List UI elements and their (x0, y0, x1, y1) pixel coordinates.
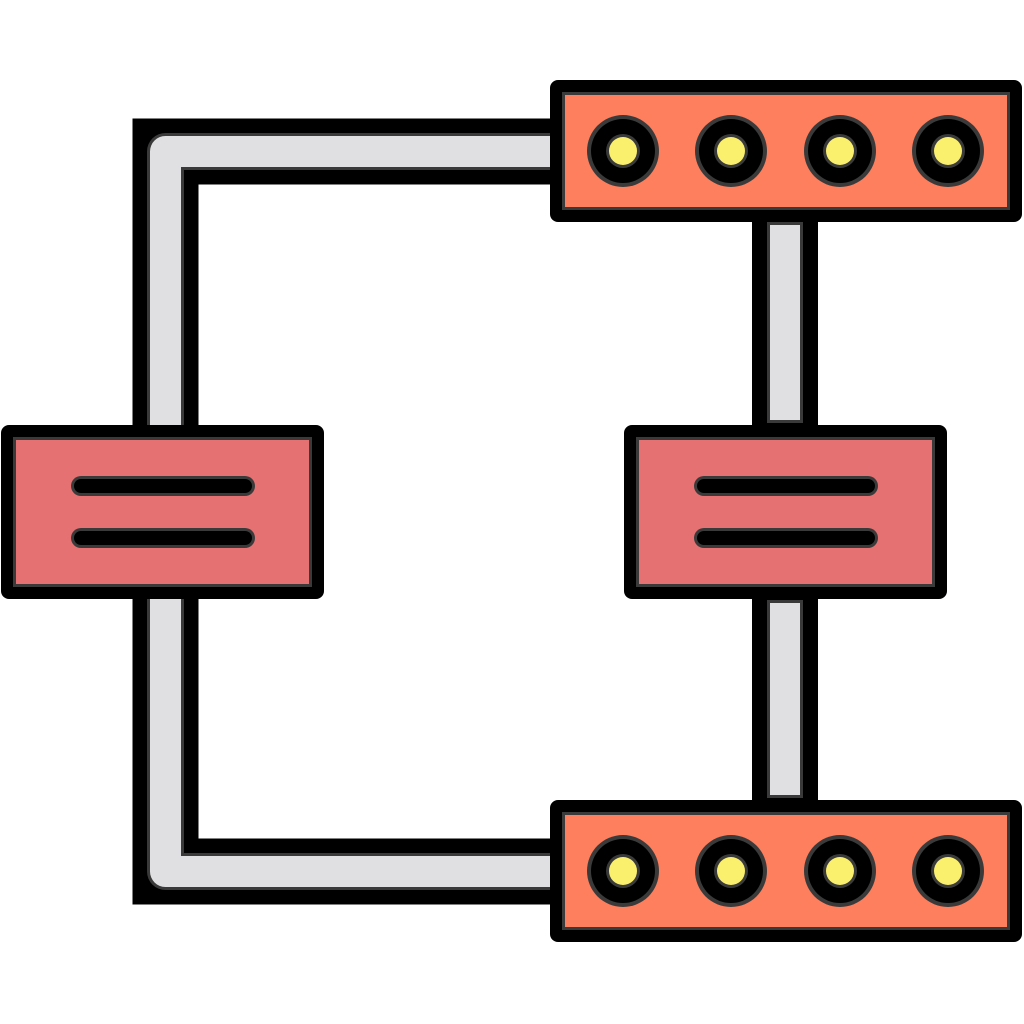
slot-icon (697, 479, 875, 493)
led-light-icon (826, 857, 854, 885)
left-switch-body (16, 440, 309, 584)
top-hub (550, 80, 1022, 222)
left-switch (1, 425, 324, 599)
led-light-icon (717, 857, 745, 885)
bottom-hub (550, 800, 1022, 942)
led-light-icon (826, 137, 854, 165)
led-light-icon (717, 137, 745, 165)
right-switch-body (639, 440, 932, 584)
slot-icon (74, 531, 252, 545)
led-light-icon (609, 137, 637, 165)
pipe-left-top (132, 118, 555, 430)
slot-icon (74, 479, 252, 493)
led-light-icon (934, 137, 962, 165)
pipe-left-bottom (132, 593, 555, 905)
pipe-right-top (752, 215, 818, 430)
led-light-icon (609, 857, 637, 885)
right-switch (624, 425, 947, 599)
slot-icon (697, 531, 875, 545)
pipe-right-bottom (752, 593, 818, 805)
led-light-icon (934, 857, 962, 885)
